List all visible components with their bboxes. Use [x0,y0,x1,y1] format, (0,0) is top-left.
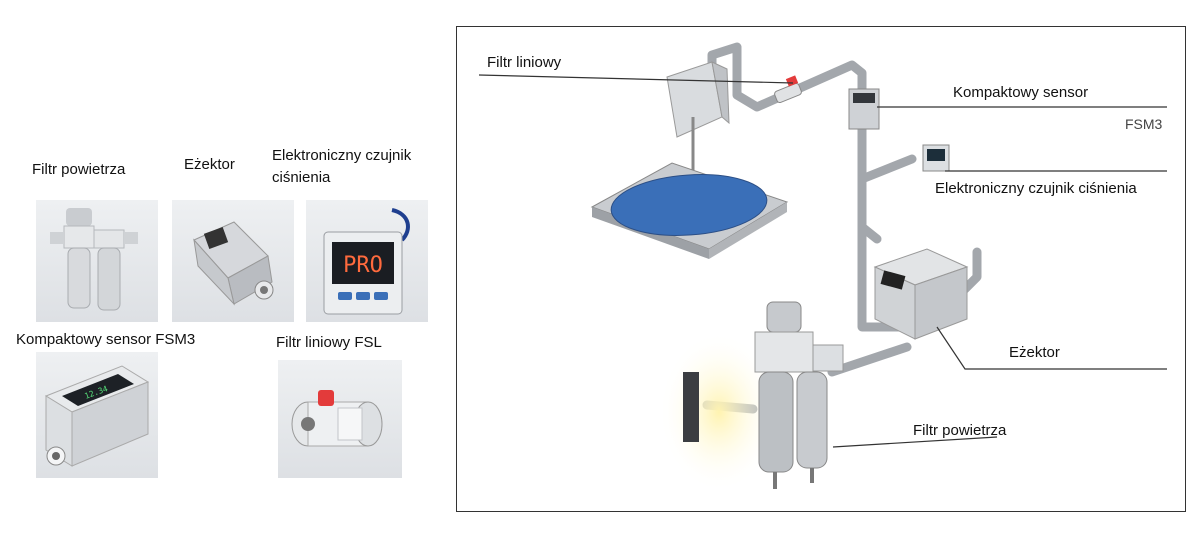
callout-air-filter: Filtr powietrza [913,422,1007,439]
callout-compact-sensor: Kompaktowy sensor [953,84,1089,101]
callout-leaders [478,74,1167,448]
callout-pressure-sensor: Elektroniczny czujnik ciśnienia [935,180,1137,197]
label-ejector: Eżektor [184,156,235,173]
callout-line-filter: Filtr liniowy [487,54,562,71]
line-filter-image [278,360,402,478]
callout-compact-sensor-model: FSM3 [1125,116,1163,132]
label-pressure-sensor-line2: ciśnienia [272,169,331,186]
ejector-image [172,200,294,322]
label-pressure-sensor-line1: Elektroniczny czujnik [272,147,412,164]
air-filter-image [36,200,158,322]
sensor-display-text: PRO [343,253,383,278]
application-diagram: Filtr liniowy Kompaktowy sensor FSM3 Ele… [456,26,1186,512]
label-air-filter: Filtr powietrza [32,161,126,178]
pressure-sensor-image: PRO [306,200,428,322]
label-compact-sensor: Kompaktowy sensor FSM3 [16,331,196,348]
diagram-scene [478,42,1167,492]
callout-ejector: Eżektor [1009,344,1060,361]
compact-sensor-image: 12.34 [36,352,158,478]
label-line-filter: Filtr liniowy FSL [276,334,382,351]
